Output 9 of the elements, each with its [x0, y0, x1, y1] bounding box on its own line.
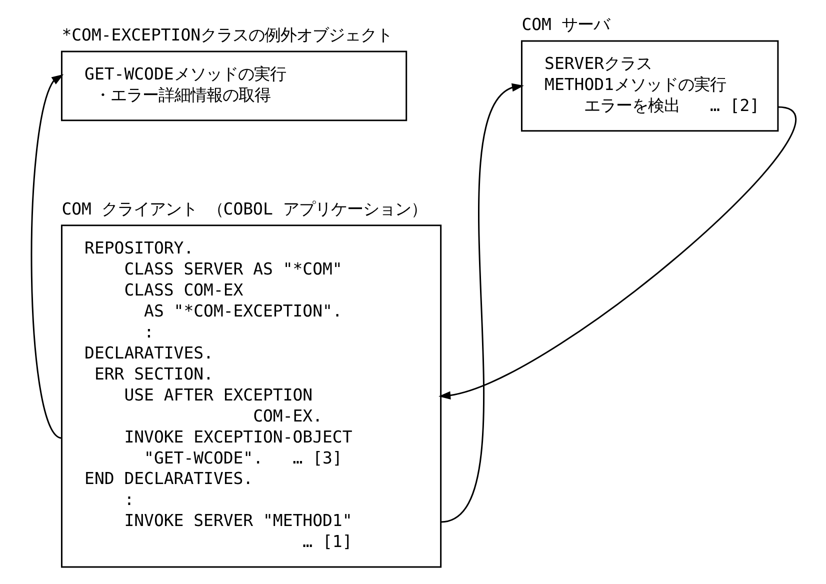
node-box: GET-WCODEメソッドの実行 ・エラー詳細情報の取得: [60, 50, 407, 122]
arrow: [440, 83, 524, 523]
arrow: [30, 74, 64, 439]
node-box: REPOSITORY. CLASS SERVER AS "*COM" CLASS COM-EX AS "*COM-EXCEPTION". : DECLARATIVES. ERR SECTION. USE AFTER EXCEPTION COM-EX. INVOKE EXCEPTION-OBJECT "GET-WCODE". … [3] END DECLARATIVES. : INVOKE SERVER "METHOD1" … [1]: [60, 224, 442, 568]
node-label: *COM-EXCEPTIONクラスの例外オブジェクト: [61, 26, 392, 45]
node-label: COM クライアント （COBOL アプリケーション）: [61, 200, 426, 219]
node-label: COM サーバ: [521, 15, 609, 34]
arrow: [438, 106, 795, 400]
node-box: SERVERクラス METHOD1メソッドの実行 エラーを検出 … [2]: [520, 40, 778, 132]
